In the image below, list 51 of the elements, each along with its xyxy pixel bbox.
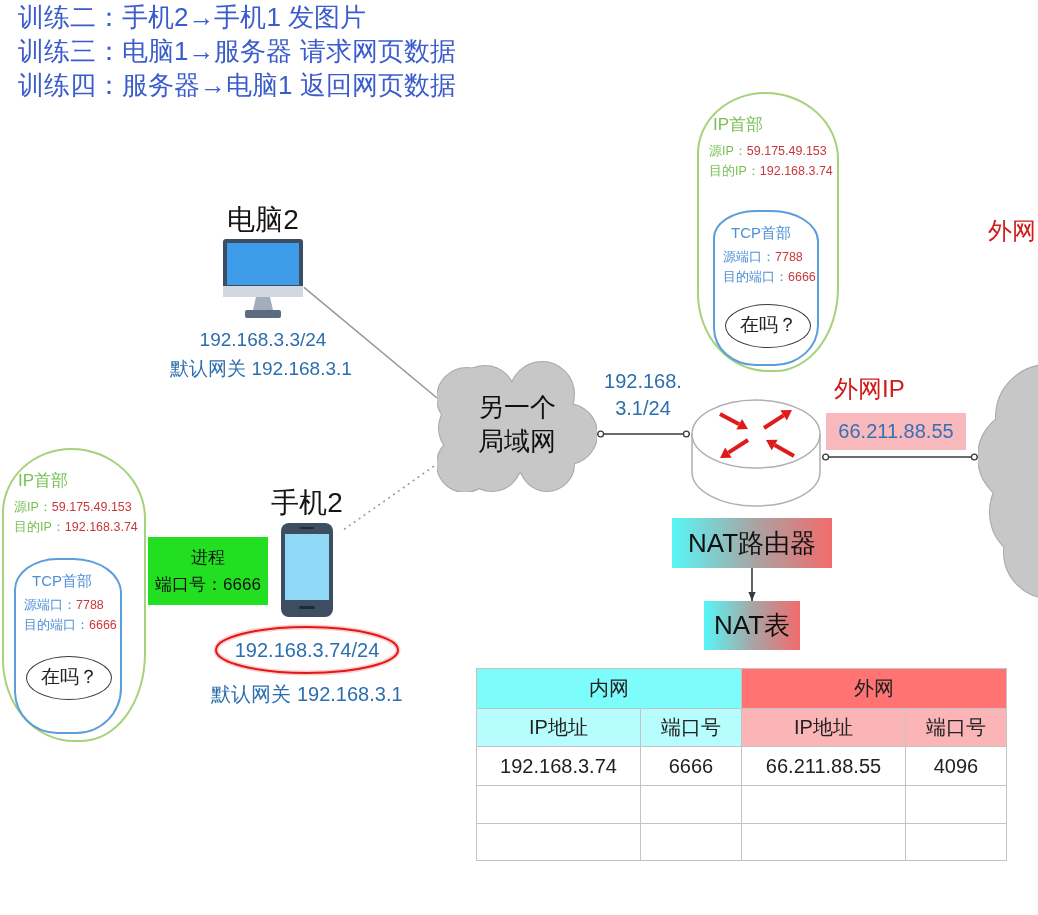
table-cell: 192.168.3.74	[476, 746, 641, 786]
connector-line	[596, 430, 691, 438]
arrow	[748, 567, 756, 602]
router-icon	[690, 396, 822, 508]
task-line: 训练二：手机2→手机1 发图片	[18, 1, 367, 34]
device-label: 手机2	[271, 486, 343, 520]
table-cell: 66.211.88.55	[741, 746, 906, 786]
ip-header-bubble	[697, 92, 839, 372]
region-label: 外网	[988, 216, 1036, 246]
column-header: 端口号	[905, 708, 1007, 747]
ip-address-text: 192.168.3.74/24	[234, 638, 380, 663]
gateway-text: 默认网关 192.168.3.1	[170, 357, 352, 381]
column-header: 外网	[741, 668, 1007, 709]
column-header: 内网	[476, 668, 742, 709]
handwritten-heading: TCP首部	[32, 572, 92, 591]
handwritten-heading: IP首部	[713, 114, 764, 136]
network-label: 另一个局域网	[477, 391, 557, 458]
connector-line	[821, 453, 979, 461]
handwritten-heading: TCP首部	[731, 224, 791, 243]
message-bubble: 在吗？	[26, 656, 112, 700]
banner-text: 端口号：6666	[155, 574, 261, 596]
table-cell: 4096	[905, 746, 1007, 786]
process-banner	[148, 537, 268, 605]
handwritten-note: 目的端口：6666	[723, 270, 816, 286]
handwritten-note: 源IP：59.175.49.153	[709, 144, 827, 160]
gateway-text: 默认网关 192.168.3.1	[211, 682, 403, 707]
ip-address-text: 192.168.3.3/24	[199, 328, 327, 352]
handwritten-note: 目的IP：192.168.3.74	[709, 164, 833, 180]
handwritten-note: 目的IP：192.168.3.74	[14, 520, 138, 536]
column-header: 端口号	[640, 708, 742, 747]
ip-header-bubble	[2, 448, 146, 742]
ip-address-tag: 66.211.88.55	[826, 413, 966, 450]
device-label: 电脑2	[227, 203, 299, 237]
handwritten-note: 源IP：59.175.49.153	[14, 500, 132, 516]
gradient-label: NAT路由器	[672, 518, 832, 568]
interface-label: 外网IP	[834, 374, 905, 404]
handwritten-note: 目的端口：6666	[24, 618, 117, 634]
gradient-label: NAT表	[704, 601, 800, 650]
ip-address-text: 192.168. 3.1/24	[603, 369, 683, 421]
column-header: IP地址	[476, 708, 641, 747]
task-line: 训练三：电脑1→服务器 请求网页数据	[18, 35, 456, 68]
banner-text: 进程	[191, 547, 225, 569]
handwritten-note: 源端口：7788	[24, 598, 104, 614]
tcp-header-bubble	[713, 210, 819, 366]
handwritten-note: 源端口：7788	[723, 250, 803, 266]
task-line: 训练四：服务器→电脑1 返回网页数据	[18, 69, 456, 102]
connector-line	[303, 286, 438, 399]
table-cell: 6666	[640, 746, 742, 786]
handwritten-heading: IP首部	[18, 470, 69, 492]
column-header: IP地址	[741, 708, 906, 747]
tcp-header-bubble	[14, 558, 122, 734]
